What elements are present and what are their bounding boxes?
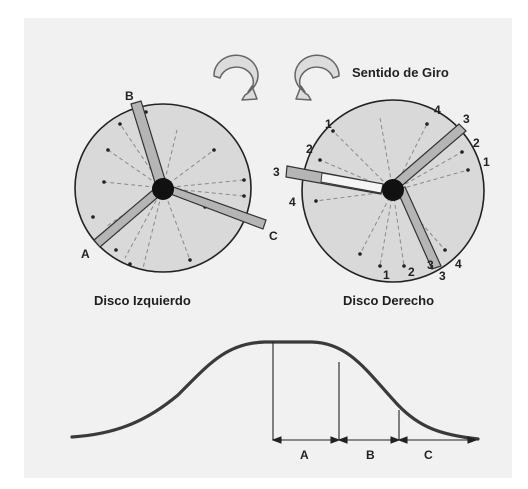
left-disc-hub	[152, 178, 174, 200]
left-arm-label-a: A	[81, 247, 90, 261]
right-disc-hub	[382, 179, 404, 201]
left-arm-label-b: B	[125, 89, 134, 103]
right-tick-label: 3	[427, 258, 434, 272]
right-disc-arm-left-highlight	[320, 172, 384, 194]
right-tick-label: 4	[289, 195, 296, 209]
curve-segment-label-a: A	[300, 448, 309, 462]
right-disc-caption: Disco Derecho	[343, 293, 434, 308]
right-tick-label: 1	[383, 268, 390, 282]
rotate-counterclockwise-icon	[294, 54, 340, 101]
left-arm-label-c: C	[269, 229, 278, 243]
right-arm-label-lower: 3	[439, 269, 446, 283]
right-arm-label-left: 3	[273, 165, 280, 179]
right-tick-label: 4	[434, 103, 441, 117]
curve-segment-arrows	[271, 436, 478, 444]
curve-segment-label-b: B	[366, 448, 375, 462]
right-tick-label: 2	[306, 142, 313, 156]
left-disc-caption: Disco Izquierdo	[94, 293, 191, 308]
curve-dividers	[272, 342, 400, 440]
bell-curve	[70, 340, 480, 441]
right-tick-label: 2	[473, 136, 480, 150]
right-tick-label: 4	[455, 257, 462, 271]
left-disc: B C A	[74, 89, 278, 273]
curve-segment-label-c: C	[424, 448, 433, 462]
right-disc-guide-lines	[315, 117, 469, 267]
rotate-clockwise-icon	[213, 54, 259, 101]
right-arm-label-upper: 3	[463, 112, 470, 126]
right-tick-label: 1	[325, 117, 332, 131]
rotation-direction-title: Sentido de Giro	[352, 65, 449, 80]
right-tick-label: 1	[483, 155, 490, 169]
right-disc: 3 3 3 1 2 4 4 1 2 3 4 2 1	[273, 99, 490, 283]
right-tick-label: 2	[408, 265, 415, 279]
